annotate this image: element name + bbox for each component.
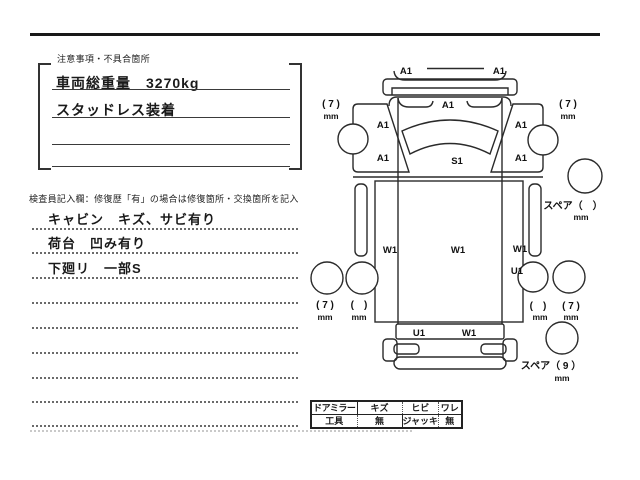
table-row: 工具 無 ジャッキ 無 [310,414,463,429]
notes-bracket-left [38,63,51,170]
table-row: ドアミラー キズ ヒビ ワレ [310,400,463,415]
spare-front-unit: mm [573,212,589,222]
notes-underline-2 [52,117,290,118]
tread-front-right-unit: mm [560,111,576,121]
tread-rear-right-outer: ( 7 ) [562,301,580,312]
code-cab-right-rear: A1 [515,153,528,164]
code-front-overhang-right: A1 [493,66,506,77]
tailgate [395,323,505,340]
mud-flap-left [393,343,420,355]
mud-flap-right [480,343,507,355]
tread-rear-right-inner: ( ) [530,301,547,312]
cell-tools: 工具 [310,414,358,429]
tread-front-right: ( 7 ) [559,99,577,110]
bottom-faint-dotted-line [30,430,412,432]
bed-side-gate-left [354,183,368,257]
inspector-dotted-line-2 [32,252,298,254]
cell-break: ワレ [438,400,463,415]
inspector-entry-cabin: キャビン キズ、サビ有り [48,212,217,227]
code-cab-left-front: A1 [377,120,390,131]
inspector-entry-underbody: 下廻リ 一部S [48,261,142,276]
tire-rear-left-outer [310,261,344,295]
cell-tools-none: 無 [356,414,403,429]
cell-jack-none: 無 [438,414,463,429]
top-rule [30,33,600,36]
inspector-panel-header: 検査員記入欄：修復歴「有」の場合は修復箇所・交換箇所を記入 [29,194,299,204]
tread-rear-left-inner-unit: mm [351,312,367,322]
tread-rear-left-outer: ( 7 ) [316,300,334,311]
code-tailgate-left: U1 [413,328,426,339]
notes-underline-4 [52,166,290,167]
fender-right [490,103,544,173]
bed-outline [374,180,524,323]
code-bed-floor: W1 [451,245,466,256]
inspector-dotted-line-3 [32,277,298,279]
cell-scratch: キズ [356,400,403,415]
cell-jack: ジャッキ [401,414,440,429]
tire-front-left [337,123,369,155]
inspector-dotted-line-8 [32,401,298,403]
rear-bracket-right [502,338,518,362]
tire-rear-left-inner [345,261,379,295]
front-bumper-notch [391,87,509,95]
truck-damage-diagram: A1 A1 A1 A1 A1 A1 A1 S1 W1 W1 W1 U1 U1 W… [310,66,603,383]
tread-front-left: ( 7 ) [322,99,340,110]
inspector-dotted-line-6 [32,352,298,354]
notes-bracket-right [289,63,302,170]
notes-line-studless: スタッドレス装着 [56,102,176,118]
cab-corner-left [397,97,434,108]
code-cab-right-front: A1 [515,120,528,131]
windshield-band [401,119,499,155]
front-overhang-bracket [393,70,507,81]
notes-panel-header: 注意事項・不具合箇所 [57,54,151,64]
spare-rear-label: スペア（ 9 ） [521,359,581,372]
inspector-entry-bed: 荷台 凹み有り [48,236,147,251]
code-cab-left-rear: A1 [377,153,390,164]
inspector-dotted-line-1 [32,228,298,230]
code-bed-right-under: U1 [511,266,524,277]
code-bed-left-rail: W1 [383,245,398,256]
equipment-table: ドアミラー キズ ヒビ ワレ 工具 無 ジャッキ 無 [310,400,463,429]
code-bed-right-rail: W1 [513,244,528,255]
inspector-dotted-line-7 [32,377,298,379]
front-bumper [382,78,518,96]
code-front-overhang-left: A1 [400,66,413,77]
code-cab-front: A1 [442,100,455,111]
tire-front-right [527,124,559,156]
tire-rear-right-inner [517,261,549,293]
spare-front-label: スペア（ ） [543,199,602,212]
tire-spare-front [567,158,603,194]
tire-spare-rear [545,321,579,355]
cell-door-mirror: ドアミラー [310,400,358,415]
notes-line-gross-weight: 車両総重量 3270kg [56,75,200,91]
cell-crack: ヒビ [401,400,440,415]
cab-corner-right [466,97,503,108]
tread-rear-right-outer-unit: mm [563,312,579,322]
cab-face [388,96,512,107]
inspector-dotted-line-9 [32,425,298,427]
notes-underline-1 [52,89,290,90]
inspector-dotted-line-4 [32,302,298,304]
rear-bumper [393,356,507,370]
fender-left [352,103,410,173]
bed-side-gate-right [528,183,542,257]
tread-front-left-unit: mm [323,111,339,121]
notes-underline-3 [52,144,290,145]
rear-bracket-left [382,338,398,362]
tread-rear-left-outer-unit: mm [317,312,333,322]
tread-rear-right-inner-unit: mm [532,312,548,322]
tire-rear-right-outer [552,260,586,294]
inspector-dotted-line-5 [32,327,298,329]
code-tailgate-right: W1 [462,328,477,339]
tread-rear-left-inner: ( ) [351,300,368,311]
spare-rear-unit: mm [554,373,570,383]
code-windshield: S1 [451,156,463,167]
